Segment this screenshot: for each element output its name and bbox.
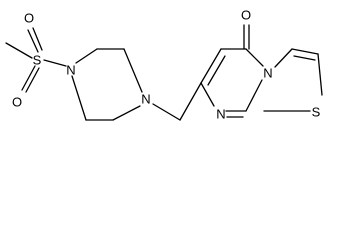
piperazine-nitrogen-1-label: N <box>66 63 75 78</box>
bond-n4-c3 <box>274 48 293 68</box>
bond-n4-c8a <box>245 79 263 112</box>
bond-pip-4 <box>112 105 141 121</box>
sulfonyl-sulfur-label: S <box>33 53 42 68</box>
bond-pip-3 <box>123 48 143 93</box>
thiazole-sulfur-label: S <box>312 105 321 120</box>
bond-methyl-s <box>5 42 33 59</box>
bridgehead-nitrogen-label: N <box>263 66 272 81</box>
pyrimidine-nitrogen-label: N <box>216 107 225 122</box>
bond-c2-s <box>317 53 323 96</box>
bond-s-o-top-a <box>27 29 39 53</box>
pyrimidinone-ring-bonds <box>200 24 264 118</box>
bond-c3-c2-b <box>293 55 316 61</box>
bond-pip-6 <box>71 75 87 121</box>
molecule-structure-diagram: S O O N N O N N S <box>5 8 323 122</box>
thiazole-ring-bonds <box>263 48 323 112</box>
bond-n-ch2 <box>152 103 181 121</box>
bond-c3-c2-a <box>291 48 319 55</box>
bond-s-o-top-b <box>32 27 43 51</box>
bond-s-o-bottom-b <box>25 67 40 93</box>
bond-s-o-bottom-a <box>21 65 36 91</box>
sulfonyl-oxygen-top-label: O <box>24 11 34 26</box>
bond-s-n <box>43 59 67 67</box>
bond-ch2-ring <box>179 82 202 121</box>
bond-c7-c6-inner <box>207 55 226 86</box>
methylsulfonyl-bonds <box>5 27 67 93</box>
piperazine-nitrogen-4-label: N <box>141 92 150 107</box>
bond-pip-1 <box>75 48 98 64</box>
sulfonyl-oxygen-bottom-label: O <box>12 95 22 110</box>
bond-c7-c6 <box>200 48 222 84</box>
methylene-linker-bonds <box>152 82 202 121</box>
piperazine-ring-bonds <box>71 48 143 121</box>
carbonyl-oxygen-label: O <box>241 8 251 23</box>
bond-n8-c7 <box>200 82 215 107</box>
bond-c5-n4 <box>245 48 264 67</box>
atom-labels: S O O N N O N N S <box>12 8 321 122</box>
